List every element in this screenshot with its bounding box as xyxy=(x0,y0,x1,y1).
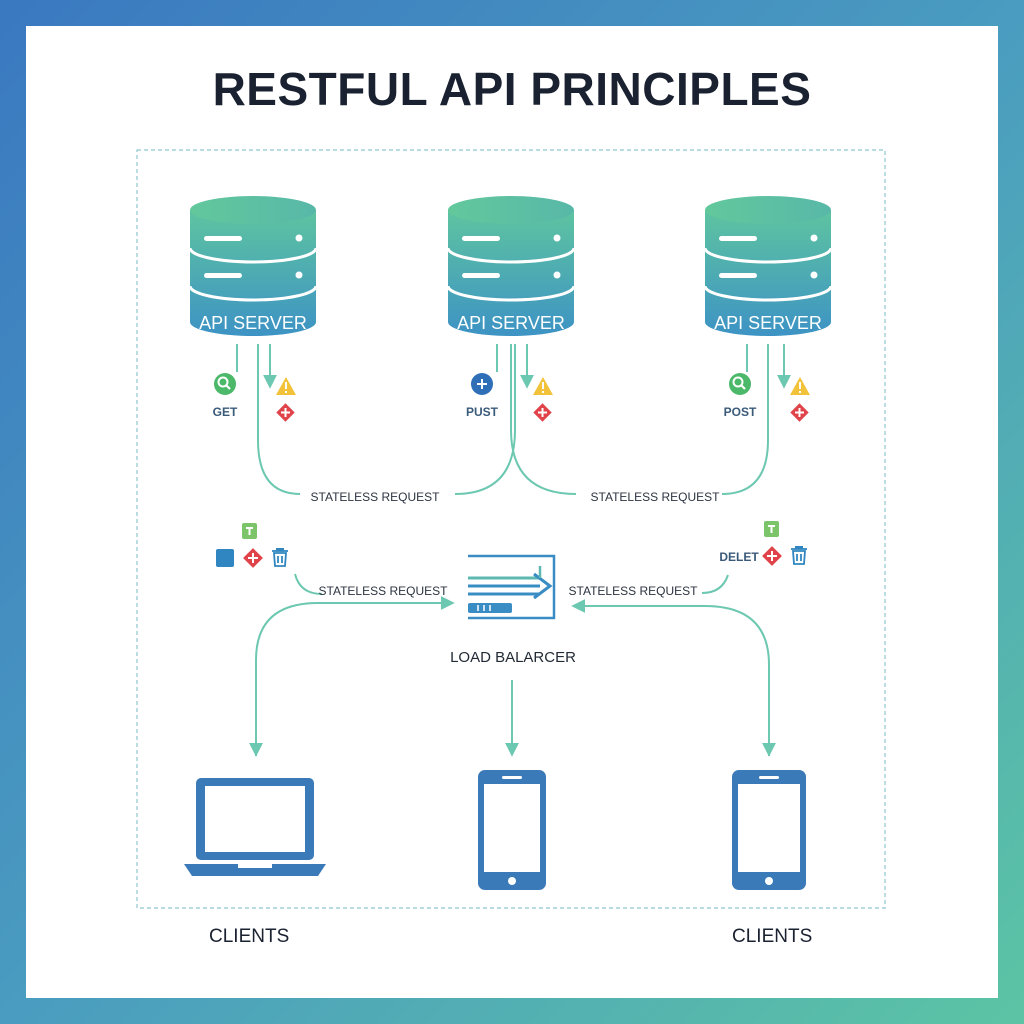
phone-icon[interactable] xyxy=(478,770,546,890)
server-1-label: API SERVER xyxy=(199,313,307,333)
plus-icon xyxy=(276,403,295,422)
clients-label-right: CLIENTS xyxy=(732,926,813,947)
plus-circle-icon xyxy=(471,373,493,395)
load-balancer-icon[interactable] xyxy=(468,554,556,620)
server-2-method: PUST xyxy=(466,405,499,419)
pin-icon xyxy=(764,521,779,537)
clients-label-left: CLIENTS xyxy=(209,926,290,947)
warning-icon xyxy=(276,377,296,395)
stateless-label-3: STATELESS REQUEST xyxy=(319,584,449,598)
square-icon xyxy=(216,549,234,567)
plus-icon xyxy=(790,403,809,422)
plus-icon xyxy=(762,546,782,566)
server-3-label: API SERVER xyxy=(714,313,822,333)
plus-icon xyxy=(533,403,552,422)
server-1-method: GET xyxy=(213,405,238,419)
api-server-1[interactable]: API SERVER xyxy=(188,196,318,336)
api-server-3[interactable]: API SERVER xyxy=(703,196,833,336)
pin-icon xyxy=(242,523,257,539)
api-server-2[interactable]: API SERVER xyxy=(446,196,576,336)
stateless-label-4: STATELESS REQUEST xyxy=(569,584,699,598)
load-balancer-label: LOAD BALARCER xyxy=(450,649,576,666)
search-icon xyxy=(214,373,236,395)
laptop-icon[interactable] xyxy=(184,778,326,876)
server-connectors xyxy=(236,344,791,495)
stateless-label-2: STATELESS REQUEST xyxy=(591,490,721,504)
right-cluster-method: DELET xyxy=(719,550,759,564)
tablet-icon[interactable] xyxy=(732,770,806,890)
stateless-label-1: STATELESS REQUEST xyxy=(311,490,441,504)
server-3-method: POST xyxy=(724,405,757,419)
warning-icon xyxy=(790,377,810,395)
lb-connectors xyxy=(249,573,776,757)
page-title: RESTFUL API PRINCIPLES xyxy=(212,63,812,115)
trash-icon xyxy=(272,548,288,567)
plus-icon xyxy=(243,548,263,568)
trash-icon xyxy=(791,546,807,565)
search-icon xyxy=(729,373,751,395)
boundary-box xyxy=(136,149,886,909)
warning-icon xyxy=(533,377,553,395)
server-2-label: API SERVER xyxy=(457,313,565,333)
